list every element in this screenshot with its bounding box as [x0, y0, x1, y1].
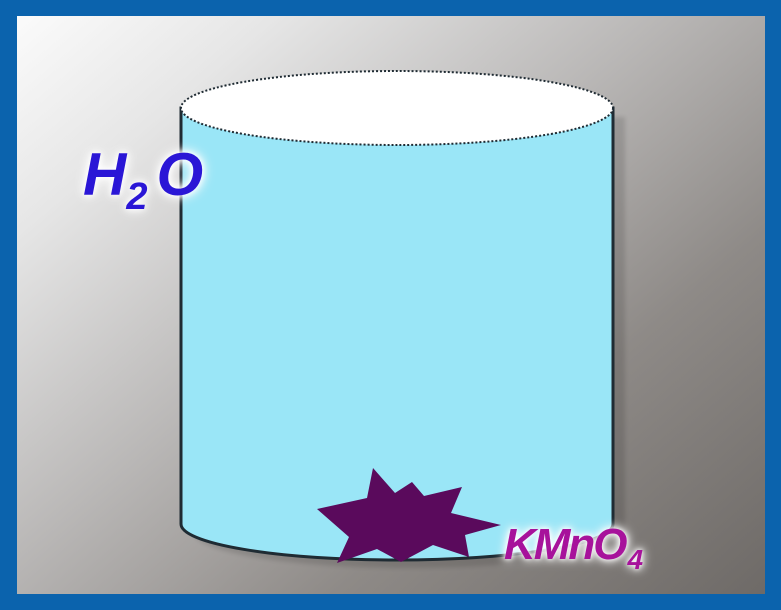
beaker-opening [180, 70, 614, 146]
water-formula-h: H [83, 141, 126, 208]
crystal-icon [317, 468, 501, 563]
beaker-illustration [179, 70, 625, 568]
water-formula-subscript: 2 [126, 176, 147, 218]
permanganate-formula-subscript: 4 [627, 544, 644, 575]
water-formula-o: O [156, 141, 203, 208]
permanganate-formula-label: KMnO4 [504, 520, 643, 575]
permanganate-formula-main: KMnO [504, 520, 628, 569]
